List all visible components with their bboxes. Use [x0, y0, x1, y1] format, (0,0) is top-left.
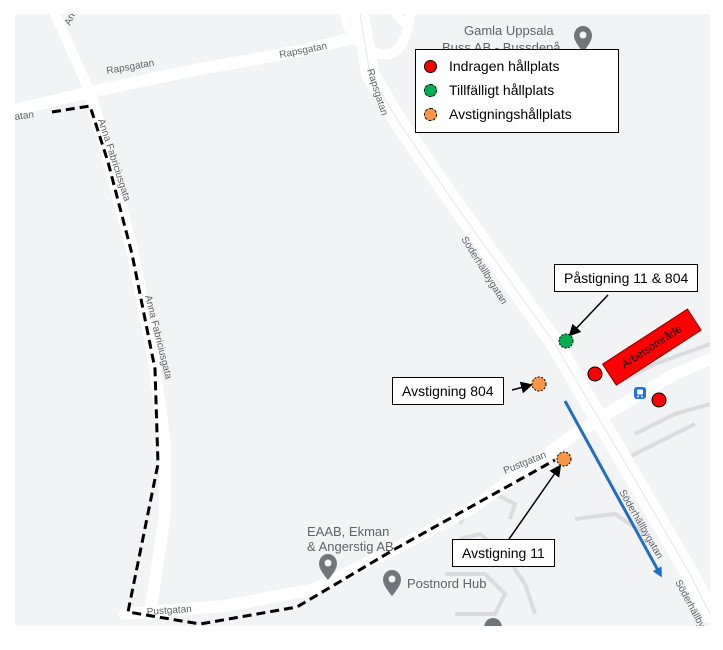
- green-dot-icon: [424, 83, 437, 97]
- bus-stop-icon[interactable]: [634, 387, 646, 399]
- orange-dot-icon: [424, 107, 437, 121]
- poi-label-gamla-uppsala-line1: Gamla Uppsala: [464, 23, 554, 38]
- callout-avstigning-804: Avstigning 804: [392, 377, 504, 405]
- legend-item-temporary: Tillfälligt hållplats: [424, 82, 554, 98]
- poi-label-eaab-line2: & Angerstig AB: [307, 539, 394, 554]
- poi-label-eaab-line1: EAAB, Ekman: [307, 524, 389, 539]
- poi-postnord[interactable]: Postnord Hub: [383, 570, 487, 596]
- withdrawn-stop-marker-west[interactable]: [587, 366, 603, 382]
- callout-arrow-pastigning: [568, 294, 609, 337]
- map-pin-icon: [319, 554, 337, 580]
- callout-pastigning: Påstigning 11 & 804: [554, 264, 699, 292]
- withdrawn-stop-marker-east[interactable]: [651, 392, 667, 408]
- map-pin-icon: [484, 618, 502, 626]
- legend-item-alighting: Avstigningshållplats: [424, 106, 572, 122]
- legend-item-withdrawn: Indragen hållplats: [424, 58, 560, 74]
- map-legend: Indragen hållplats Tillfälligt hållplats…: [415, 49, 619, 133]
- map-pin-icon: [574, 26, 592, 52]
- legend-label: Avstigningshållplats: [449, 106, 572, 122]
- street-label-gatan-fragment: atan: [15, 109, 35, 123]
- street-label-rapsgatan-east: Rapsgatan: [278, 41, 328, 61]
- legend-label: Indragen hållplats: [449, 58, 560, 74]
- map-svg: Arkgatan Rapsgatan Rapsgatan Rapsgatan a…: [15, 14, 710, 626]
- callout-arrow-avstigning-11: [506, 464, 562, 543]
- callout-arrow-avstigning-804: [511, 381, 533, 394]
- road-centerlines: [359, 14, 710, 615]
- street-label-arkgatan: Arkgatan: [63, 14, 90, 27]
- alighting-stop-marker-804[interactable]: [531, 376, 547, 392]
- poi-label-postnord: Postnord Hub: [407, 576, 487, 591]
- poi-eaab[interactable]: EAAB, Ekman & Angerstig AB: [307, 524, 394, 580]
- detour-route: [51, 104, 556, 626]
- alighting-stop-marker-11[interactable]: [556, 451, 572, 467]
- legend-label: Tillfälligt hållplats: [449, 82, 555, 98]
- map-pin-icon: [383, 570, 401, 596]
- direction-arrow: [563, 400, 662, 578]
- callout-avstigning-11: Avstigning 11: [452, 539, 555, 567]
- temporary-stop-marker[interactable]: [558, 333, 574, 349]
- red-dot-icon: [424, 59, 437, 73]
- street-label-pustgatan-west: Pustgatan: [146, 604, 192, 618]
